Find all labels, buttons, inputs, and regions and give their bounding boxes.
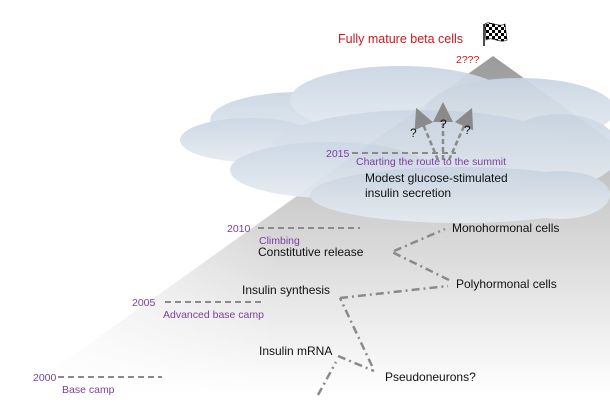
milestone-year-2010: 2010 [227, 223, 251, 235]
unknown-mark-right: ? [464, 123, 471, 137]
stage-gsis-line1: Modest glucose-stimulated [365, 171, 508, 185]
milestone-label-2010: Climbing [259, 235, 300, 247]
stage-polyhormonal-cells: Polyhormonal cells [456, 277, 557, 291]
summit-year: 2??? [456, 54, 480, 66]
stage-insulin-synthesis: Insulin synthesis [242, 283, 330, 297]
summit-title: Fully mature beta cells [338, 32, 463, 46]
cloud-band [180, 66, 610, 223]
milestone-label-2015: Charting the route to the summit [356, 156, 506, 168]
unknown-mark-middle: ? [440, 117, 447, 131]
stage-pseudoneurons: Pseudoneurons? [385, 370, 476, 384]
milestone-label-2005: Advanced base camp [163, 309, 264, 321]
milestone-label-2000: Base camp [62, 384, 115, 396]
stage-gsis-line2: insulin secretion [365, 186, 451, 200]
milestone-year-2000: 2000 [33, 372, 57, 384]
milestone-year-2005: 2005 [132, 297, 156, 309]
milestone-year-2015: 2015 [326, 148, 350, 160]
stage-insulin-mrna: Insulin mRNA [259, 344, 332, 358]
unknown-arrows [414, 102, 474, 161]
climbing-route [316, 227, 450, 396]
checkered-flag-icon [483, 22, 508, 46]
unknown-mark-left: ? [410, 126, 417, 140]
stage-constitutive-release: Constitutive release [258, 245, 364, 259]
stage-monohormonal-cells: Monohormonal cells [452, 221, 559, 235]
